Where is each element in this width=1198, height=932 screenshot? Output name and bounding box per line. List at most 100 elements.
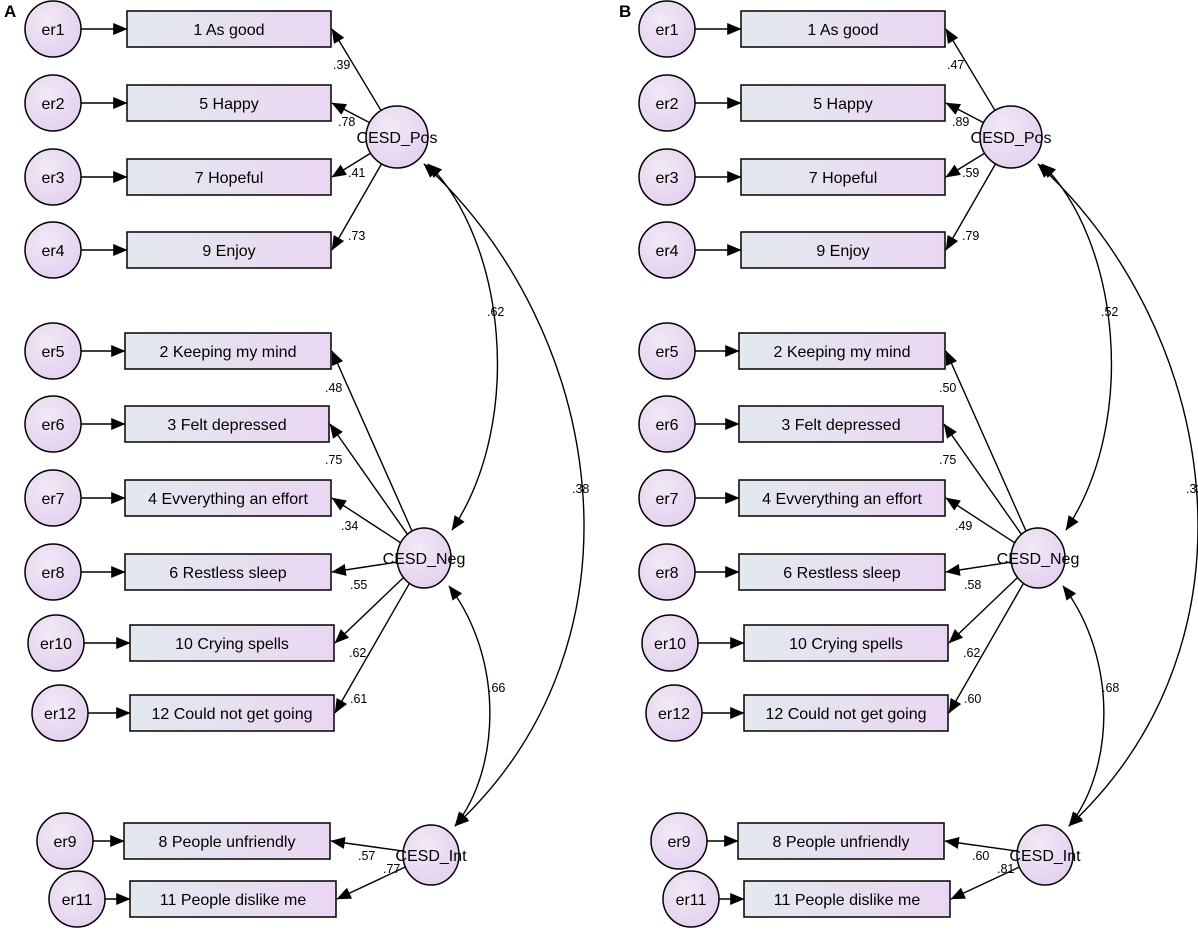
latent-factor-ellipse — [365, 105, 429, 169]
loading-arrow — [945, 350, 1027, 532]
error-term-label: er8 — [41, 565, 64, 582]
item-box — [129, 694, 335, 732]
item-label: 6 Restless sleep — [783, 565, 900, 582]
loading-value: .81 — [997, 862, 1014, 876]
error-term-label: er7 — [655, 491, 678, 508]
loading-value: .39 — [333, 58, 350, 72]
loading-arrow — [948, 577, 1019, 644]
item-label: 5 Happy — [813, 96, 873, 113]
item-box — [129, 624, 335, 662]
loading-value: .77 — [383, 862, 400, 876]
item-box — [738, 332, 946, 370]
error-term-label: er1 — [41, 22, 64, 39]
latent-factor-ellipse — [396, 527, 452, 589]
panel-label: A — [4, 2, 16, 21]
correlation-arrow — [448, 585, 491, 827]
latent-factor-label: CESD_Neg — [383, 551, 466, 568]
error-term-label: er4 — [655, 243, 678, 260]
loading-arrow — [334, 577, 405, 644]
loading-value: .89 — [952, 115, 969, 129]
error-term-label: er6 — [41, 417, 64, 434]
item-label: 2 Keeping my mind — [774, 344, 911, 361]
latent-factor-label: CESD_Int — [395, 848, 467, 865]
item-box — [740, 231, 946, 269]
loading-arrow — [945, 102, 984, 124]
item-label: 11 People dislike me — [774, 892, 921, 909]
loading-arrow — [945, 163, 997, 251]
loading-arrow — [945, 152, 985, 178]
loading-value: .75 — [325, 453, 342, 467]
item-box — [129, 880, 337, 918]
item-label: 10 Crying spells — [175, 636, 289, 653]
loading-arrow — [331, 163, 383, 251]
error-term-label: er10 — [40, 636, 72, 653]
loading-value: .59 — [962, 166, 979, 180]
item-box — [738, 479, 946, 517]
item-box — [740, 84, 946, 122]
item-label: 5 Happy — [199, 96, 259, 113]
correlation-arrow — [427, 163, 499, 531]
error-term-label: er11 — [676, 892, 707, 909]
error-term-label: er5 — [41, 344, 64, 361]
item-box — [124, 553, 332, 591]
loading-arrow — [948, 582, 1025, 714]
loading-value: .57 — [358, 849, 375, 863]
loading-value: .60 — [964, 692, 981, 706]
indicator-er8: er8 6 Restless sleep .55 — [24, 543, 398, 601]
item-label: 6 Restless sleep — [169, 565, 286, 582]
item-box — [738, 405, 944, 443]
item-box — [126, 158, 332, 196]
loading-arrow — [336, 866, 406, 900]
error-term-label: er12 — [44, 706, 76, 723]
error-term-label: er12 — [658, 706, 690, 723]
item-box — [126, 84, 332, 122]
correlation-value: .32 — [1186, 482, 1198, 496]
item-box — [124, 479, 332, 517]
loading-value: .62 — [349, 646, 366, 660]
error-term-label: er3 — [655, 170, 678, 187]
indicator-er11: er11 11 People dislike me .81 — [662, 862, 1020, 928]
loading-arrow — [945, 561, 1012, 576]
latent-factor-ellipse — [1016, 824, 1074, 886]
item-label: 4 Evverything an effort — [762, 491, 922, 508]
item-box — [124, 332, 332, 370]
item-label: 1 As good — [193, 22, 264, 39]
loading-arrow — [331, 497, 402, 544]
error-term-label: er2 — [41, 96, 64, 113]
error-term-label: er1 — [655, 22, 678, 39]
latent-factor-label: CESD_Pos — [357, 130, 438, 147]
error-term-label: er9 — [53, 834, 76, 851]
item-label: 3 Felt depressed — [167, 417, 286, 434]
loading-value: .55 — [350, 578, 367, 592]
latent-factor-label: CESD_Neg — [997, 551, 1080, 568]
error-term-label: er7 — [41, 491, 64, 508]
latent-factor-ellipse — [402, 824, 460, 886]
loading-value: .78 — [338, 115, 355, 129]
error-term-label: er3 — [41, 170, 64, 187]
item-label: 1 As good — [807, 22, 878, 39]
indicator-er1: er1 1 As good .47 — [638, 0, 996, 111]
item-box — [737, 822, 945, 860]
latent-factor-ellipse — [1010, 527, 1066, 589]
item-box — [126, 10, 332, 48]
item-box — [126, 231, 332, 269]
item-box — [740, 10, 946, 48]
item-box — [738, 553, 946, 591]
item-box — [743, 694, 949, 732]
loading-value: .47 — [947, 58, 964, 72]
loading-arrow — [950, 866, 1020, 900]
indicator-er1: er1 1 As good .39 — [24, 0, 382, 111]
correlation-value: .68 — [1102, 681, 1119, 695]
